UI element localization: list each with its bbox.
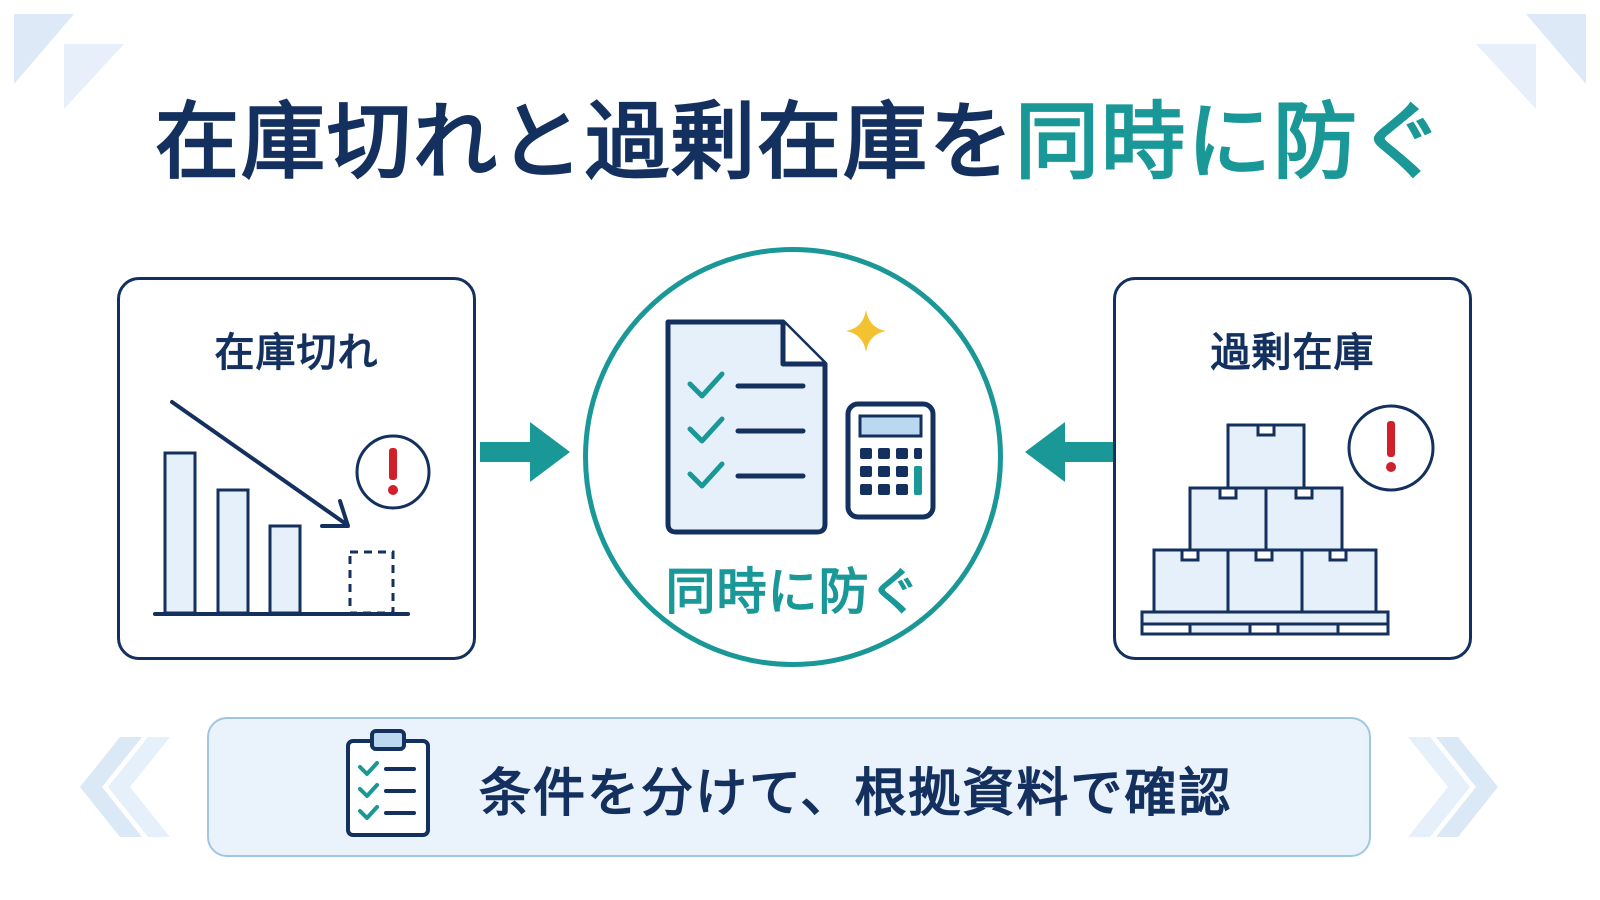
exclamation-icon (355, 434, 431, 510)
prevent-both-label: 同時に防ぐ (665, 563, 921, 621)
stockout-label: 在庫切れ (214, 330, 379, 376)
page-title: 在庫切れと過剰在庫を同時に防ぐ (0, 92, 1600, 193)
summary-text: 条件を分けて、根拠資料で確認 (479, 764, 1233, 824)
sparkle-icon (846, 310, 886, 352)
declining-bar-chart-icon (153, 400, 410, 616)
corner-decoration-top-left (14, 14, 124, 109)
stacked-boxes-pallet-icon (1140, 423, 1390, 636)
clipboard-checklist-icon (346, 729, 430, 837)
title-accent: 同時に防ぐ (1015, 93, 1446, 191)
corner-decoration-top-right (1476, 14, 1586, 109)
calculator-icon (845, 401, 936, 520)
prevent-both-hub: 同時に防ぐ (583, 247, 1003, 667)
summary-bar: 条件を分けて、根拠資料で確認 (207, 717, 1371, 857)
arrow-right-icon (480, 422, 570, 482)
exclamation-icon (1347, 404, 1435, 492)
checklist-document-icon (665, 319, 828, 535)
arrow-left-icon (1025, 422, 1115, 482)
overstock-panel: 過剰在庫 (1113, 277, 1472, 660)
chevron-right-decoration-icon (1408, 737, 1498, 837)
title-main: 在庫切れと過剰在庫を (154, 93, 1015, 191)
chevron-left-decoration-icon (80, 737, 170, 837)
stockout-panel: 在庫切れ (117, 277, 476, 660)
overstock-label: 過剰在庫 (1210, 330, 1375, 376)
